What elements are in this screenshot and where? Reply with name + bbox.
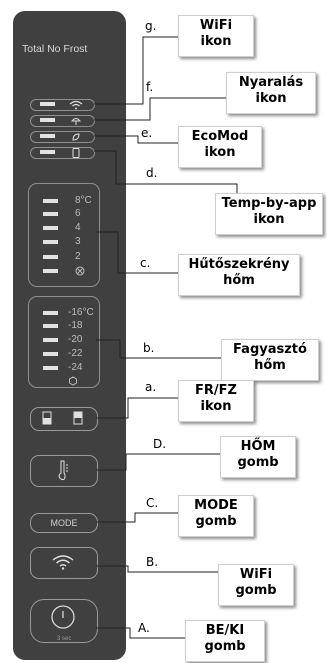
wifi-icon bbox=[52, 555, 74, 570]
phone-icon bbox=[72, 148, 80, 158]
freezer-temp-dash bbox=[43, 366, 58, 370]
freezer-temp-20: -20 bbox=[68, 334, 83, 345]
freezer-temp-dash bbox=[43, 324, 58, 328]
fridge-temp-dash bbox=[43, 226, 58, 230]
status-dash bbox=[40, 102, 55, 106]
fridge-temp-dash bbox=[43, 255, 58, 259]
freezer-temp-18: -18 bbox=[68, 320, 83, 331]
fridge-temp-dash bbox=[43, 269, 58, 273]
wifi-button[interactable] bbox=[30, 547, 98, 579]
status-dash bbox=[40, 134, 55, 138]
brand-label: Total No Frost bbox=[22, 43, 88, 55]
fridge-temp-3: 3 bbox=[75, 236, 81, 247]
wifi-icon bbox=[69, 100, 83, 110]
freezer-temp-24: -24 bbox=[68, 362, 83, 373]
freezer-temp-dash bbox=[43, 352, 58, 356]
callout-letter-A: A. bbox=[138, 621, 150, 635]
snowflake-icon bbox=[75, 266, 85, 276]
freezer-temp-dash bbox=[43, 338, 58, 342]
freezer-temp-22: -22 bbox=[68, 348, 83, 359]
callout-letter-f: f. bbox=[146, 80, 154, 94]
door-icon bbox=[42, 411, 52, 425]
power-hint: 3 sec bbox=[57, 636, 72, 642]
callout-letter-b: b. bbox=[143, 341, 155, 355]
fridge-temp-6: 6 bbox=[75, 208, 81, 219]
callout-letter-c: c. bbox=[140, 256, 151, 270]
freezer-temp-dash bbox=[43, 311, 58, 315]
callout-letter-a: a. bbox=[145, 380, 157, 394]
callout-letter-D: D. bbox=[153, 437, 167, 451]
power-button[interactable] bbox=[30, 599, 98, 643]
callout-letter-d: d. bbox=[146, 166, 158, 180]
fridge-temp-8: 8°C bbox=[75, 195, 92, 206]
freezer-temp-16: -16°C bbox=[68, 307, 94, 318]
callout-letter-e: e. bbox=[141, 126, 153, 140]
fridge-temp-dash bbox=[43, 240, 58, 244]
fridge-temp-2: 2 bbox=[75, 251, 81, 262]
fridge-temp-dash bbox=[43, 199, 58, 203]
callout-letter-g: g. bbox=[145, 19, 157, 33]
callout-letter-C: C. bbox=[146, 496, 159, 510]
status-row-vacation bbox=[30, 115, 95, 127]
status-dash bbox=[40, 150, 55, 154]
fridge-temp-4: 4 bbox=[75, 222, 81, 233]
umbrella-icon bbox=[71, 118, 81, 125]
fr-fz-indicator bbox=[30, 407, 98, 431]
fridge-temp-dash bbox=[43, 212, 58, 216]
snowflake-icon bbox=[69, 376, 77, 386]
door-icon bbox=[73, 411, 83, 425]
thermometer-icon bbox=[58, 460, 68, 481]
callout-letter-B: B. bbox=[146, 555, 159, 569]
temp-button[interactable] bbox=[30, 455, 98, 487]
leaf-icon bbox=[72, 133, 80, 141]
status-dash bbox=[40, 118, 55, 122]
mode-button[interactable]: MODE bbox=[30, 513, 98, 533]
power-icon bbox=[51, 605, 75, 629]
